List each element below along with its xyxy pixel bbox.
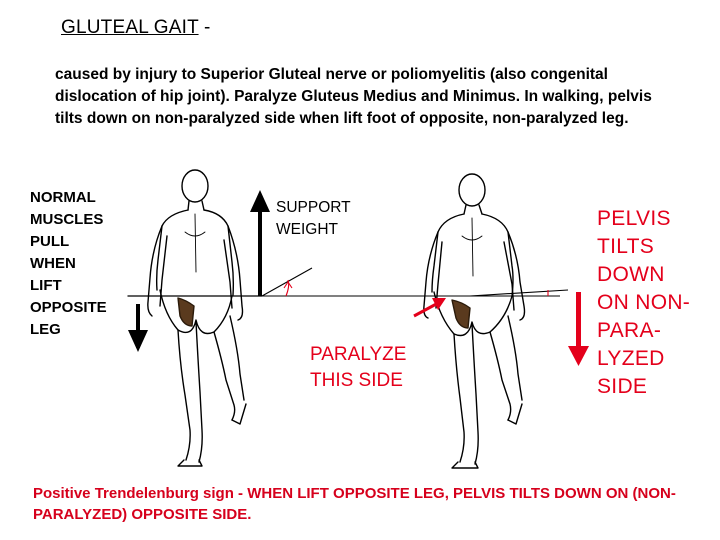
label-line: PARALYZE: [310, 344, 407, 365]
label-line: LEG: [30, 321, 61, 338]
label-line: SIDE: [597, 375, 648, 398]
label-line: MUSCLES: [30, 211, 104, 228]
label-line: DOWN: [597, 263, 665, 286]
page-title: GLUTEAL GAIT -: [61, 17, 211, 39]
label-line: WHEN: [30, 255, 76, 272]
footer-note: Positive Trendelenburg sign - WHEN LIFT …: [33, 483, 693, 525]
label-line: WEIGHT: [276, 221, 338, 238]
support-weight-label: SUPPORT WEIGHT: [276, 197, 386, 241]
label-line: PARA-: [597, 319, 662, 342]
normal-gait-figure: [127, 169, 263, 467]
paralyze-label: PARALYZE THIS SIDE: [310, 342, 406, 394]
support-weight-arrow: [250, 190, 270, 296]
pull-down-arrow: [128, 304, 148, 352]
label-line: PULL: [30, 233, 70, 250]
footer-sign-name: Positive Trendelenburg sign: [33, 485, 234, 502]
label-line: ON NON-: [597, 291, 691, 314]
title-dash: -: [198, 17, 211, 38]
label-line: SUPPORT: [276, 199, 351, 216]
label-line: OPPOSITE: [30, 299, 107, 316]
tilt-lines: [261, 267, 569, 297]
label-line: TILTS: [597, 235, 655, 258]
footer-text: - WHEN LIFT OPPOSITE LEG, PELVIS TILTS D…: [33, 485, 676, 523]
label-line: LIFT: [30, 277, 62, 294]
label-line: NORMAL: [30, 189, 96, 206]
label-line: PELVIS: [597, 207, 671, 230]
pelvis-tilts-label: PELVIS TILTS DOWN ON NON- PARA- LYZED SI…: [597, 205, 690, 401]
label-line: LYZED: [597, 347, 665, 370]
description-text: caused by injury to Superior Gluteal ner…: [55, 66, 652, 127]
paralyzed-gait-figure: [423, 173, 526, 469]
normal-muscles-label: NORMAL MUSCLES PULL WHEN LIFT OPPOSITE L…: [30, 187, 140, 341]
label-line: THIS SIDE: [310, 370, 403, 391]
red-arrows: [413, 292, 589, 366]
title-text: GLUTEAL GAIT: [61, 17, 199, 38]
